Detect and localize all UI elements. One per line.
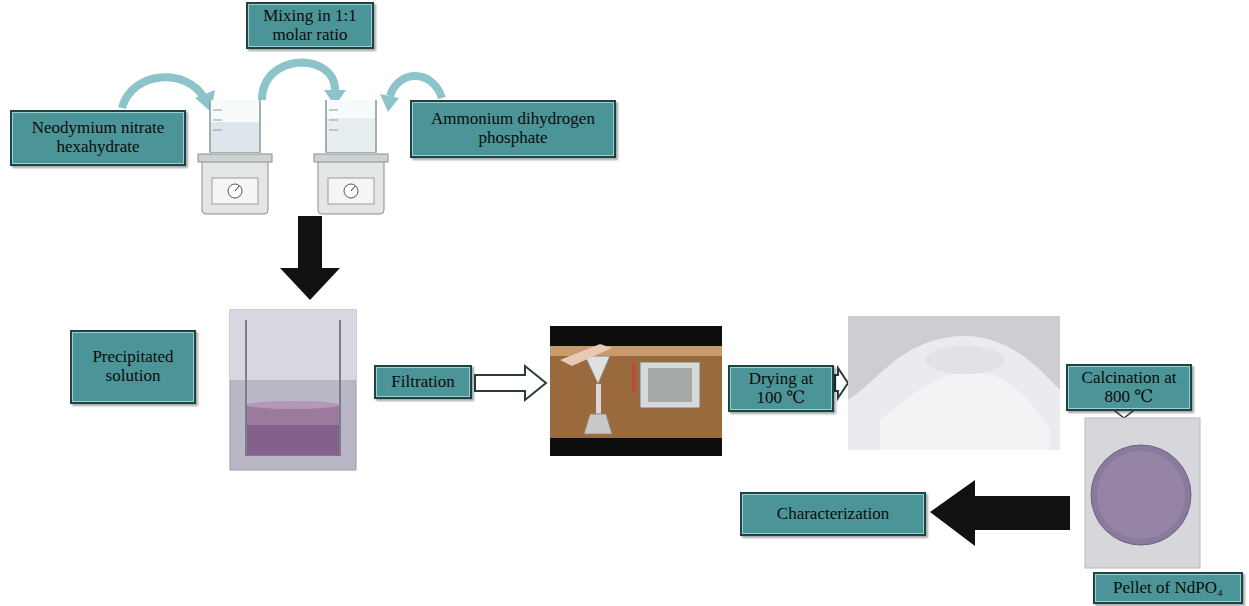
box-label: Drying at 100 ℃: [736, 370, 826, 407]
beaker-stirrer: [314, 100, 388, 214]
process-box: Precipitated solution: [70, 330, 196, 404]
process-box: Neodymium nitrate hexahydrate: [10, 110, 186, 166]
box-label: Calcination at 800 ℃: [1074, 369, 1184, 406]
box-label: Mixing in 1:1 molar ratio: [254, 7, 366, 44]
box-label: Filtration: [391, 373, 454, 392]
beaker-stirrer: [198, 100, 272, 214]
flow-arrow: [280, 216, 340, 300]
box-label: Neodymium nitrate hexahydrate: [18, 119, 178, 156]
curved-arrow: [390, 76, 442, 98]
powder-photo: [848, 316, 1060, 450]
flow-arrow: [930, 480, 1070, 546]
flow-arrow: [835, 368, 848, 398]
process-box: Ammonium dihydrogen phosphate: [410, 100, 616, 158]
process-box: Characterization: [740, 492, 926, 536]
filtration-photo: [550, 326, 722, 456]
process-box: Filtration: [374, 365, 472, 399]
process-box: Drying at 100 ℃: [728, 365, 834, 412]
process-box: Mixing in 1:1 molar ratio: [246, 2, 374, 49]
flow-arrow: [475, 366, 546, 400]
pellet-photo: [1085, 418, 1200, 568]
process-box: Pellet of NdPO₄: [1093, 572, 1243, 604]
solution-photo: [230, 310, 356, 470]
box-label: Precipitated solution: [78, 348, 188, 385]
curved-arrow: [122, 77, 204, 108]
box-label: Pellet of NdPO₄: [1113, 579, 1223, 598]
arrow-head: [380, 94, 399, 112]
box-label: Characterization: [777, 505, 889, 524]
curved-arrow: [262, 63, 335, 100]
box-label: Ammonium dihydrogen phosphate: [418, 110, 608, 147]
process-box: Calcination at 800 ℃: [1066, 364, 1192, 411]
